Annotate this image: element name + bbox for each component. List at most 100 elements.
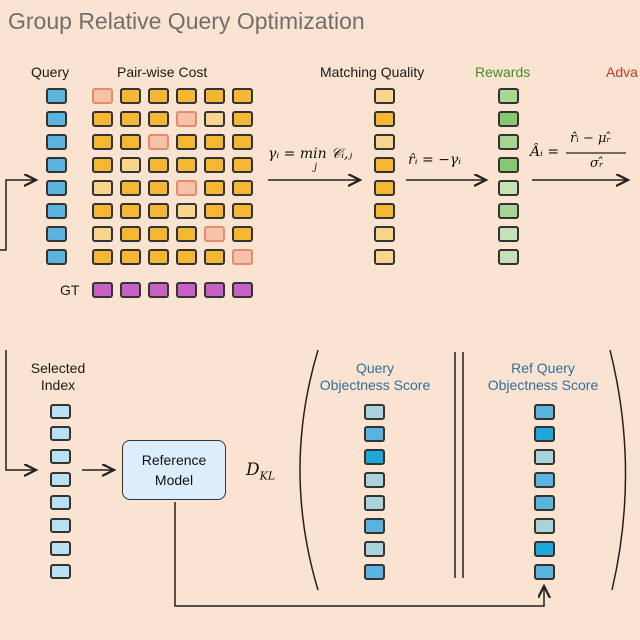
- ref-objectness-label: Ref Query Objectness Score: [468, 360, 618, 394]
- arrow-right-icon: [0, 180, 36, 251]
- gamma-formula-subscript: j: [314, 162, 318, 173]
- reward-cell: [498, 180, 519, 196]
- cost-cell: [204, 88, 225, 104]
- cost-cell: [232, 157, 253, 173]
- cost-cell: [148, 180, 169, 196]
- query-cell: [46, 157, 67, 173]
- selected-index-cell: [50, 472, 71, 487]
- selected-index-cell: [50, 495, 71, 510]
- query-objectness-cell: [364, 449, 385, 465]
- advantage-formula-lhs: Âᵢ =: [530, 144, 560, 160]
- reference-model-text: Reference Model: [141, 452, 207, 488]
- cost-cell: [232, 134, 253, 150]
- gt-label: GT: [60, 282, 80, 298]
- cost-cell: [148, 134, 169, 150]
- cost-cell: [232, 226, 253, 242]
- matching-quality-cell: [374, 180, 395, 196]
- cost-cell: [148, 249, 169, 265]
- cost-cell: [148, 226, 169, 242]
- query-objectness-cell: [364, 564, 385, 580]
- ref-objectness-cell: [534, 404, 555, 420]
- ref-objectness-cell: [534, 449, 555, 465]
- rewards-label: Rewards: [475, 64, 531, 80]
- ref-objectness-cell: [534, 541, 555, 557]
- cost-cell: [120, 249, 141, 265]
- query-objectness-cell: [364, 426, 385, 442]
- cost-cell: [148, 88, 169, 104]
- matching-quality-cell: [374, 203, 395, 219]
- gt-cell: [204, 282, 225, 298]
- query-cell: [46, 88, 67, 104]
- cost-cell: [120, 134, 141, 150]
- cost-cell: [232, 249, 253, 265]
- cost-cell: [120, 88, 141, 104]
- cost-cell: [148, 111, 169, 127]
- selected-index-text: Selected Index: [30, 360, 86, 393]
- matching-quality-label: Matching Quality: [320, 64, 425, 80]
- advantage-label: Adva: [606, 64, 638, 80]
- ref-objectness-cell: [534, 518, 555, 534]
- reward-cell: [498, 226, 519, 242]
- reward-cell: [498, 157, 519, 173]
- query-objectness-cell: [364, 495, 385, 511]
- gt-cell: [176, 282, 197, 298]
- cost-cell: [232, 180, 253, 196]
- cost-cell: [120, 111, 141, 127]
- bracket-right-icon: [609, 349, 627, 591]
- cost-cell: [232, 111, 253, 127]
- query-cell: [46, 249, 67, 265]
- cost-cell: [204, 134, 225, 150]
- cost-cell: [176, 249, 197, 265]
- selected-index-cell: [50, 541, 71, 556]
- cost-cell: [176, 203, 197, 219]
- cost-cell: [120, 157, 141, 173]
- page-title: Group Relative Query Optimization: [8, 8, 365, 34]
- query-objectness-cell: [364, 472, 385, 488]
- query-label: Query: [31, 64, 70, 80]
- cost-cell: [120, 226, 141, 242]
- gt-cell: [120, 282, 141, 298]
- query-cell: [46, 180, 67, 196]
- reward-cell: [498, 88, 519, 104]
- gt-cell: [232, 282, 253, 298]
- query-objectness-label: Query Objectness Score: [300, 360, 450, 394]
- cost-cell: [92, 111, 113, 127]
- reward-cell: [498, 203, 519, 219]
- cost-cell: [176, 134, 197, 150]
- cost-cell: [148, 203, 169, 219]
- reward-formula: r̂ᵢ = −γᵢ: [408, 152, 462, 168]
- selected-index-cell: [50, 426, 71, 441]
- query-objectness-text: Query Objectness Score: [319, 360, 431, 393]
- cost-cell: [204, 180, 225, 196]
- selected-index-cell: [50, 449, 71, 464]
- cost-cell: [92, 180, 113, 196]
- ref-objectness-cell: [534, 426, 555, 442]
- gt-cell: [148, 282, 169, 298]
- cost-cell: [120, 180, 141, 196]
- selected-index-cell: [50, 564, 71, 579]
- ref-objectness-cell: [534, 495, 555, 511]
- gt-cell: [92, 282, 113, 298]
- cost-cell: [92, 157, 113, 173]
- cost-cell: [92, 88, 113, 104]
- cost-cell: [120, 203, 141, 219]
- cost-cell: [204, 249, 225, 265]
- reward-cell: [498, 134, 519, 150]
- cost-cell: [232, 203, 253, 219]
- gamma-formula: γᵢ = min 𝒞ᵢ,ⱼ: [268, 146, 353, 162]
- cost-cell: [176, 111, 197, 127]
- selected-index-cell: [50, 404, 71, 419]
- cost-cell: [92, 249, 113, 265]
- reward-cell: [498, 111, 519, 127]
- query-cell: [46, 226, 67, 242]
- pairwise-cost-label: Pair-wise Cost: [117, 64, 208, 80]
- selected-index-cell: [50, 518, 71, 533]
- matching-quality-cell: [374, 111, 395, 127]
- cost-cell: [176, 226, 197, 242]
- ref-objectness-cell: [534, 564, 555, 580]
- cost-cell: [232, 88, 253, 104]
- query-cell: [46, 203, 67, 219]
- cost-cell: [92, 203, 113, 219]
- cost-cell: [176, 180, 197, 196]
